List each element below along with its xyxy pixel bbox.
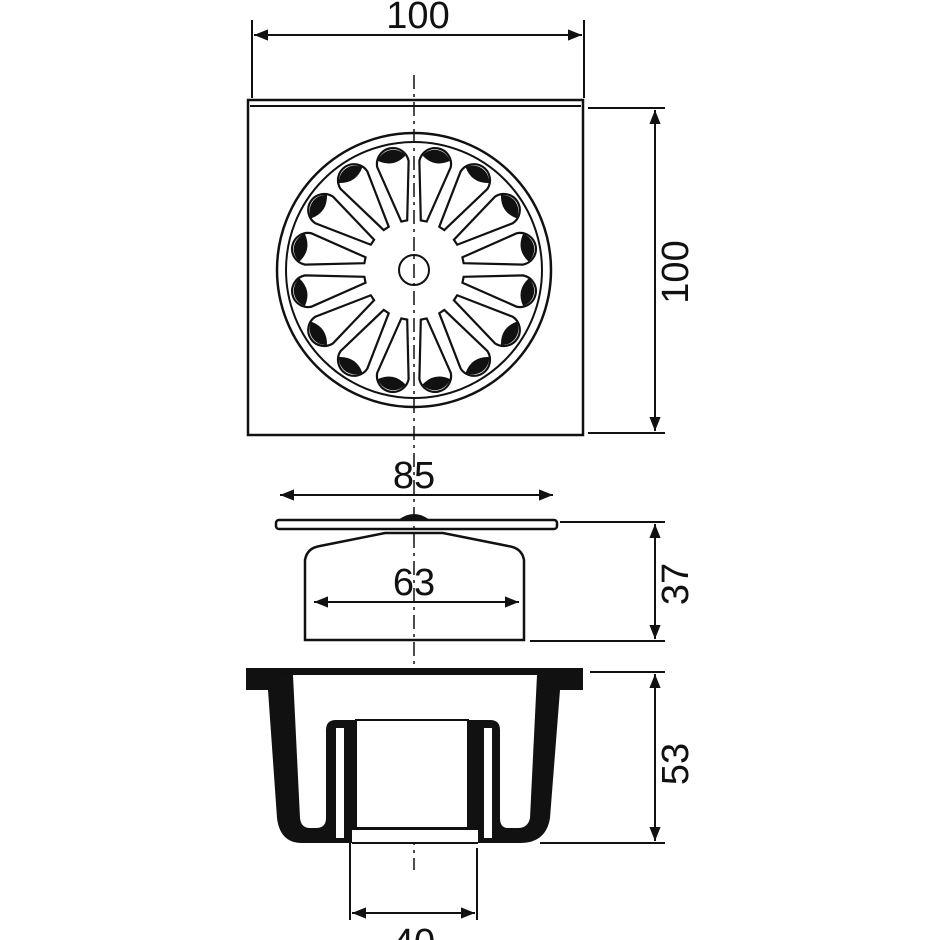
dim-top-width: 100 xyxy=(386,0,449,37)
dim-basket-width: 63 xyxy=(393,562,435,604)
grate-slot xyxy=(375,317,410,394)
dim-grate-height: 37 xyxy=(655,563,697,605)
grate-slot xyxy=(437,308,492,377)
top-view xyxy=(246,98,585,437)
grate-slot xyxy=(461,231,538,266)
basket xyxy=(303,531,526,642)
grate-slot xyxy=(375,146,410,223)
grate-slot xyxy=(461,274,538,309)
grate-slot-shadow xyxy=(520,234,535,262)
dim-top-height: 100 xyxy=(655,240,697,303)
grate-slot-shadow xyxy=(501,195,519,219)
grate-slot-shadow xyxy=(422,376,450,391)
grate-slot xyxy=(437,163,492,232)
grate-slot-shadow xyxy=(339,357,363,375)
grate-slot-shadow xyxy=(293,278,308,306)
frame-outline xyxy=(246,98,585,437)
grate-slot xyxy=(336,163,391,232)
grate-slot xyxy=(307,192,376,247)
grate-slot-shadow xyxy=(378,149,406,164)
grate-plate xyxy=(274,518,559,531)
grate-slot xyxy=(307,293,376,348)
grate-slot xyxy=(290,274,367,309)
grate-slot-shadow xyxy=(465,165,489,183)
grate-slot-shadow xyxy=(465,357,489,375)
drain-body xyxy=(246,668,583,844)
grate-slot-shadow xyxy=(378,376,406,391)
dim-grate-width: 85 xyxy=(393,455,435,497)
grate-slot xyxy=(418,317,453,394)
grate-slot-shadow xyxy=(520,278,535,306)
grate-slot-shadow xyxy=(309,195,327,219)
grate-slot-shadow xyxy=(501,321,519,345)
grate-slots xyxy=(290,146,538,394)
grate-slot-shadow xyxy=(339,165,363,183)
dim-outlet-width: 40 xyxy=(393,922,435,940)
grate-slot xyxy=(418,146,453,223)
grate-slot xyxy=(290,231,367,266)
grate-slot xyxy=(336,308,391,377)
grate-slot xyxy=(452,293,521,348)
grate-slot-shadow xyxy=(422,149,450,164)
grate-slot-shadow xyxy=(293,234,308,262)
grate-slot-shadow xyxy=(309,321,327,345)
grate-knob xyxy=(399,514,429,521)
dim-body-height: 53 xyxy=(655,743,697,785)
grate-slot xyxy=(452,192,521,247)
